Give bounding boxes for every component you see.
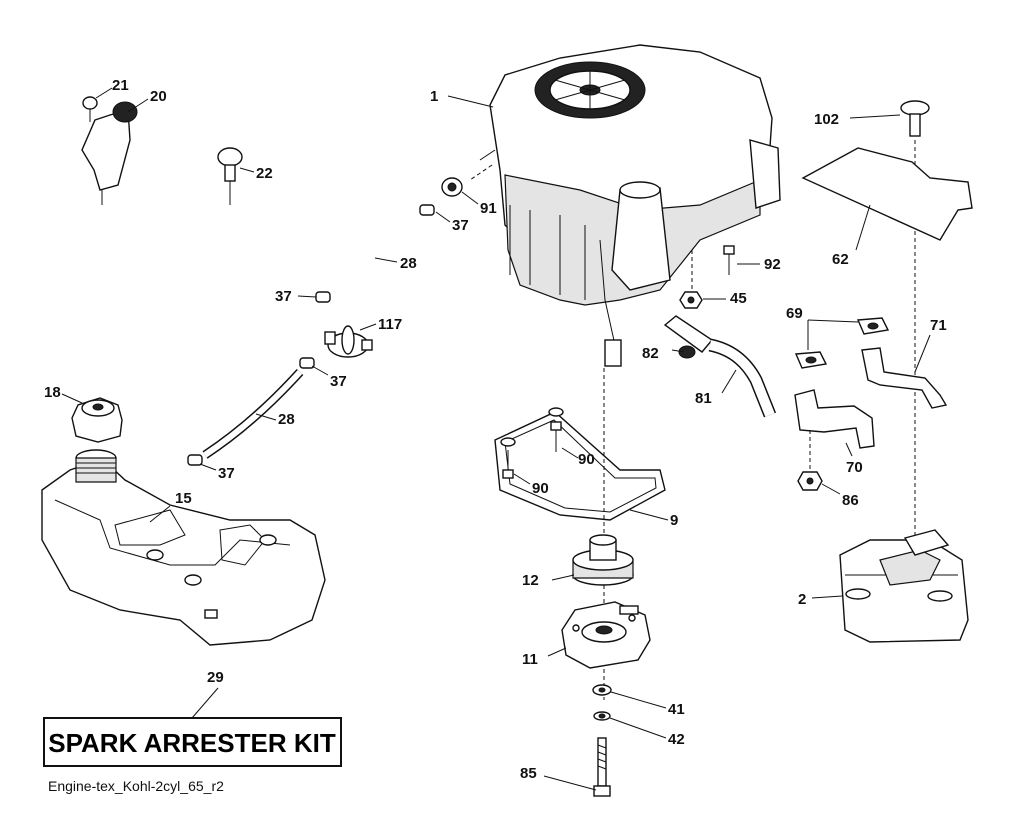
exhaust-pipe-part-71 — [861, 347, 948, 409]
bracket-part-9 — [494, 411, 666, 521]
spark-arrester-kit-label: SPARK ARRESTER KIT — [48, 728, 336, 758]
bolt-part-90-b — [500, 437, 516, 479]
heat-shield-part-62 — [801, 147, 973, 241]
callout-81: 81 — [695, 390, 712, 407]
fuel-tank-part-15 — [41, 449, 326, 646]
callout-21: 21 — [112, 77, 129, 94]
hose-clamp-37-upper — [419, 204, 435, 216]
washer-part-42 — [593, 711, 611, 721]
callout-22: 22 — [256, 165, 273, 182]
callout-102: 102 — [814, 111, 839, 128]
gasket-part-69-b — [794, 351, 828, 369]
callout-20: 20 — [150, 88, 167, 105]
drawing-id: Engine-tex_Kohl-2cyl_65_r2 — [48, 778, 224, 794]
exhaust-pipe-part-70 — [794, 389, 875, 449]
callout-28-upper: 28 — [400, 255, 417, 272]
callout-42: 42 — [668, 731, 685, 748]
bolt-part-92 — [723, 245, 735, 275]
fuel-valve-part-117 — [324, 325, 373, 358]
hose-clamp-37-bottom — [187, 454, 203, 466]
fuel-cap-part-18 — [71, 397, 123, 443]
callout-2: 2 — [798, 591, 806, 608]
callout-117: 117 — [378, 316, 402, 333]
callout-12: 12 — [522, 572, 539, 589]
connector-part-82 — [663, 315, 714, 359]
screw-part-102 — [900, 100, 930, 137]
callout-37-upper: 37 — [452, 217, 469, 234]
callout-45: 45 — [730, 290, 747, 307]
spark-arrester-kit-box — [43, 717, 342, 767]
callout-86: 86 — [842, 492, 859, 509]
nut-part-45 — [679, 291, 703, 309]
callout-18: 18 — [44, 384, 61, 401]
callout-15: 15 — [175, 490, 192, 507]
callout-37-bottom: 37 — [218, 465, 235, 482]
callout-90-a: 90 — [578, 451, 595, 468]
callout-82: 82 — [642, 345, 659, 362]
bolt-part-85 — [593, 737, 611, 797]
callout-37-mid: 37 — [275, 288, 292, 305]
hose-clamp-37-lower — [299, 357, 315, 369]
callout-62: 62 — [832, 251, 849, 268]
callout-1: 1 — [430, 88, 438, 105]
gasket-part-69-a — [856, 317, 890, 335]
fitting-part-91 — [441, 177, 463, 197]
callout-71: 71 — [930, 317, 947, 334]
callout-90-b: 90 — [532, 480, 549, 497]
bolt-part-90-a — [548, 407, 564, 452]
pulley-part-12 — [572, 534, 634, 586]
callout-69: 69 — [786, 305, 803, 322]
callout-91: 91 — [480, 200, 497, 217]
washer-part-41 — [592, 684, 612, 696]
callout-28-lower: 28 — [278, 411, 295, 428]
control-bracket-part-20 — [81, 101, 138, 205]
hose-clamp-37-mid — [315, 291, 331, 303]
engine-part — [479, 44, 781, 367]
callout-9: 9 — [670, 512, 678, 529]
knob-part-22 — [217, 147, 243, 205]
nut-part-86 — [797, 471, 823, 491]
callout-11: 11 — [522, 651, 538, 668]
pto-clutch-part-11 — [561, 601, 651, 669]
knob-part-21 — [82, 96, 98, 122]
callout-37-lower: 37 — [330, 373, 347, 390]
callout-85: 85 — [520, 765, 537, 782]
muffler-part-2 — [839, 529, 969, 643]
callout-41: 41 — [668, 701, 685, 718]
callout-92: 92 — [764, 256, 781, 273]
callout-29: 29 — [207, 669, 224, 686]
callout-70: 70 — [846, 459, 863, 476]
